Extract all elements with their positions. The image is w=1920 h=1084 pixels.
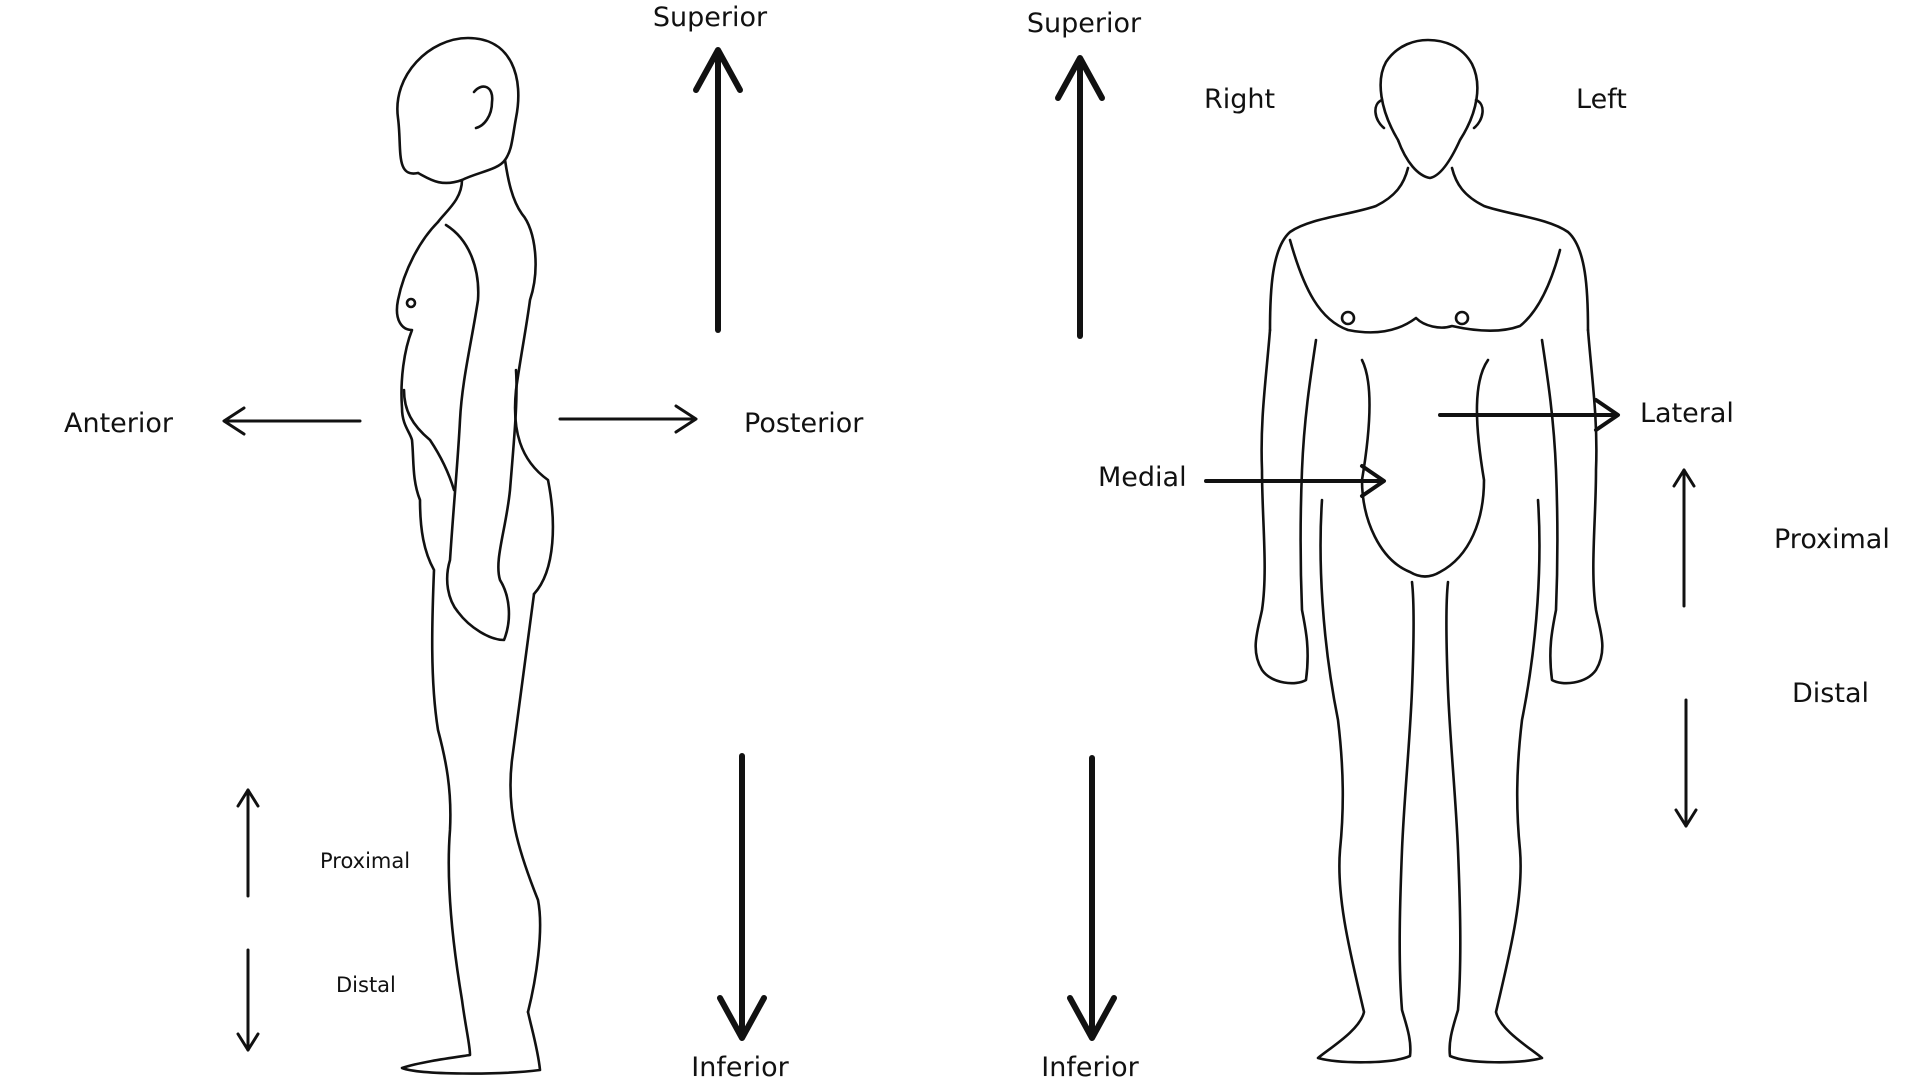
side-nipple bbox=[407, 299, 415, 307]
side-view-arrows bbox=[224, 50, 764, 1050]
front-nipple-right bbox=[1342, 312, 1354, 324]
side-proximal-label: Proximal bbox=[320, 849, 410, 873]
side-posterior-label: Posterior bbox=[744, 408, 864, 439]
front-lateral-label: Lateral bbox=[1640, 398, 1734, 429]
front-inferior-label: Inferior bbox=[1041, 1052, 1139, 1080]
front-nipple-left bbox=[1456, 312, 1468, 324]
front-right-label: Right bbox=[1204, 84, 1275, 115]
front-leg-right bbox=[1318, 500, 1414, 1062]
front-torso bbox=[1290, 240, 1560, 577]
front-distal-label: Distal bbox=[1792, 678, 1869, 709]
front-ears bbox=[1375, 100, 1482, 128]
front-arm-left bbox=[1542, 330, 1602, 683]
side-superior-label: Superior bbox=[653, 2, 768, 33]
front-head bbox=[1381, 40, 1478, 178]
front-arm-right bbox=[1256, 330, 1316, 683]
side-ear bbox=[474, 87, 492, 128]
front-superior-label: Superior bbox=[1027, 8, 1142, 39]
side-inferior-label: Inferior bbox=[691, 1052, 789, 1080]
front-leg-left bbox=[1447, 500, 1543, 1062]
side-neck-back bbox=[438, 160, 553, 594]
front-proximal-label: Proximal bbox=[1774, 524, 1890, 555]
side-back-leg bbox=[510, 594, 540, 1012]
front-view-figure bbox=[1256, 40, 1603, 1062]
side-head bbox=[397, 38, 518, 183]
front-left-label: Left bbox=[1576, 84, 1627, 115]
front-medial-label: Medial bbox=[1098, 462, 1187, 493]
side-view-figure bbox=[397, 38, 553, 1074]
side-distal-label: Distal bbox=[336, 973, 396, 997]
side-arm bbox=[446, 225, 517, 640]
side-anterior-label: Anterior bbox=[64, 408, 174, 439]
